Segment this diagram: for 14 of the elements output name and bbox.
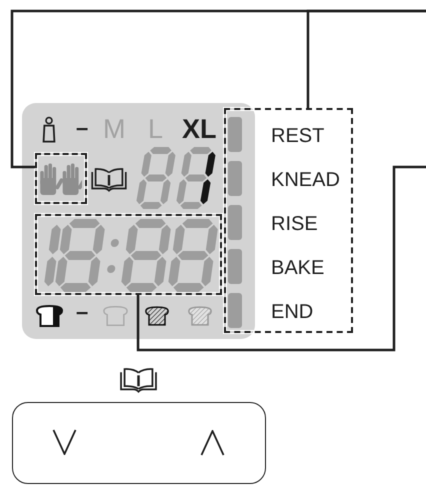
size-label: XL <box>182 116 217 143</box>
step-label: REST <box>271 126 324 146</box>
button-panel <box>12 402 266 484</box>
range-dash: – <box>76 301 88 323</box>
step-label: RISE <box>271 214 318 234</box>
range-dash: – <box>76 117 88 139</box>
step-label: KNEAD <box>271 170 340 190</box>
leader-line <box>306 10 426 108</box>
step-label: BAKE <box>271 258 324 278</box>
leader-line <box>136 166 426 352</box>
step-label: END <box>271 302 314 322</box>
dashed-frame <box>35 153 87 204</box>
dashed-frame <box>224 108 353 333</box>
lcd-panel <box>22 103 255 339</box>
